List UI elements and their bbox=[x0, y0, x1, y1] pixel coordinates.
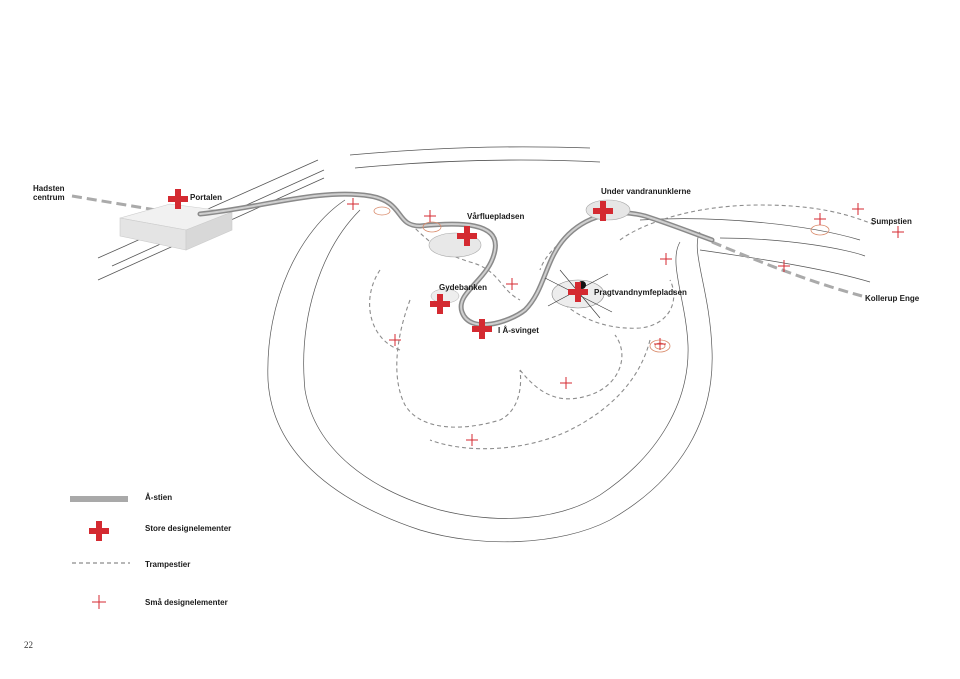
sma-designelement-icon bbox=[560, 377, 572, 389]
legend-a-stien-label: Å-stien bbox=[145, 493, 173, 502]
sma-designelement-icon bbox=[654, 338, 666, 350]
label-under-vandranunklerne: Under vandranunklerne bbox=[601, 187, 691, 196]
sma-designelement-icon bbox=[347, 198, 359, 210]
label-hadsten-line2: centrum bbox=[33, 193, 65, 202]
sma-designelement-icon bbox=[660, 253, 672, 265]
label-hadsten-line1: Hadsten bbox=[33, 184, 65, 193]
contour-lines bbox=[267, 199, 871, 543]
kollerup-link bbox=[711, 240, 863, 298]
sma-designelement-icon bbox=[506, 278, 518, 290]
legend-store-icon bbox=[89, 521, 109, 541]
legend-a-stien-swatch bbox=[70, 496, 128, 502]
label-a-svinget: I Å-svinget bbox=[498, 326, 539, 335]
legend-trampestier-label: Trampestier bbox=[145, 560, 191, 569]
store-designelement-icon bbox=[457, 226, 477, 246]
sma-designelement-icon bbox=[814, 213, 826, 225]
legend-sma-label: Små designelementer bbox=[145, 598, 228, 607]
label-varfluepladsen: Vårfluepladsen bbox=[467, 212, 525, 221]
legend-store-label: Store designelementer bbox=[145, 524, 232, 533]
label-kollerup-enge: Kollerup Enge bbox=[865, 294, 920, 303]
sma-designelement-icon bbox=[466, 434, 478, 446]
store-designelement-icon bbox=[168, 189, 188, 209]
label-hadsten-centrum: Hadsten centrum bbox=[33, 184, 65, 202]
ring-details bbox=[373, 206, 830, 353]
trampestier-paths bbox=[369, 204, 876, 450]
sma-designelement-icon bbox=[778, 260, 790, 272]
store-designelement-icon bbox=[430, 294, 450, 314]
sma-designelement-icon bbox=[852, 203, 864, 215]
portal-building bbox=[119, 203, 233, 251]
store-designelement-icon bbox=[568, 282, 588, 302]
page-number: 22 bbox=[24, 640, 33, 650]
label-gydebanken: Gydebanken bbox=[439, 283, 488, 292]
label-portalen: Portalen bbox=[190, 193, 223, 202]
sma-designelementer-group bbox=[347, 198, 904, 446]
store-designelementer-group bbox=[168, 189, 613, 339]
sma-designelement-icon bbox=[892, 226, 904, 238]
label-sumpstien: Sumpstien bbox=[871, 217, 912, 226]
sma-designelement-icon bbox=[424, 210, 436, 222]
label-pragtvandnymfepladsen: Pragtvandnymfepladsen bbox=[594, 288, 687, 297]
legend-sma-icon bbox=[92, 595, 106, 609]
sma-designelement-icon bbox=[389, 334, 401, 346]
store-designelement-icon bbox=[593, 201, 613, 221]
store-designelement-icon bbox=[472, 319, 492, 339]
